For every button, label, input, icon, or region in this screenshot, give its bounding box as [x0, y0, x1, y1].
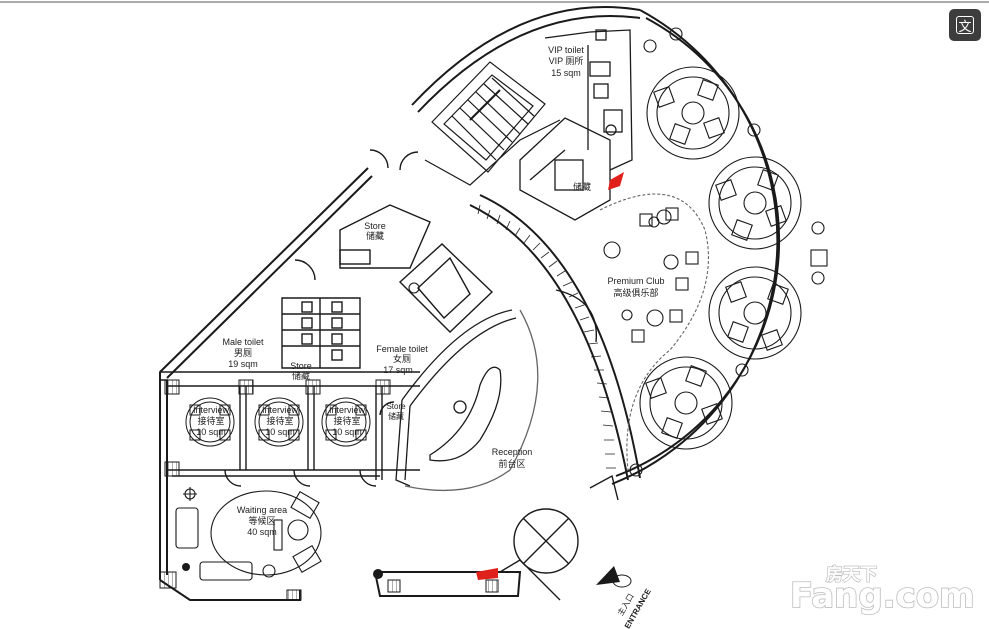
- premium-club-cn: 高级俱乐部: [613, 287, 658, 298]
- reception-area: [395, 309, 539, 492]
- waiting-area-en: Waiting area: [237, 505, 287, 515]
- interview-2-area: 10 sqm: [265, 427, 295, 437]
- female-toilet-cn: 女厕: [393, 353, 411, 364]
- structural-columns: [159, 379, 499, 601]
- female-toilet-en: Female toilet: [376, 344, 428, 354]
- male-toilet-area: 19 sqm: [228, 359, 258, 369]
- waiting-area-furniture: [175, 282, 420, 581]
- store-top-cn: 储藏: [573, 181, 591, 192]
- vip-toilet-cn: VIP 厕所: [549, 56, 584, 66]
- watermark-cn: 房天下: [826, 564, 877, 585]
- interview-3-en: Interview: [329, 405, 366, 415]
- waiting-area-cn: 等候区: [248, 515, 275, 526]
- interview-2-cn: 接待室: [266, 415, 293, 426]
- room-labels: VIP toilet VIP 厕所 15 sqm 储藏 Store 储藏 Pre…: [193, 45, 665, 629]
- translate-button[interactable]: 文: [949, 9, 981, 41]
- watermark: 房天下 Fang.com: [789, 563, 975, 617]
- store-small-en: Store: [290, 361, 312, 371]
- interview-1-cn: 接待室: [197, 415, 224, 426]
- interview-3-cn: 接待室: [333, 415, 360, 426]
- interview-tables: [185, 397, 371, 447]
- interview-3-area: 10 sqm: [332, 427, 362, 437]
- reception-cn: 前台区: [498, 458, 525, 469]
- store-mid-en: Store: [364, 221, 386, 231]
- vip-toilet-en: VIP toilet: [548, 45, 584, 55]
- stair-core: [424, 61, 561, 186]
- premium-club-furniture: [599, 27, 828, 477]
- premium-club-en: Premium Club: [607, 276, 664, 286]
- red-marker-bottom: [476, 568, 498, 580]
- reception-en: Reception: [492, 447, 533, 457]
- male-toilet-cn: 男厕: [234, 348, 252, 358]
- watermark-en: Fang.com: [790, 576, 975, 616]
- glazing-band: [477, 204, 616, 469]
- vip-toilet-area: 15 sqm: [551, 68, 581, 78]
- left-wing-walls: [159, 149, 494, 487]
- male-toilet-en: Male toilet: [222, 337, 264, 347]
- plants: [182, 563, 383, 579]
- interview-1-area: 10 sqm: [196, 427, 226, 437]
- entrance-door: [499, 289, 619, 601]
- store-right-cn: 储藏: [388, 411, 404, 421]
- store-right-en: Store: [386, 402, 406, 411]
- entrance-arrow: [596, 566, 632, 588]
- interview-2-en: Interview: [262, 405, 299, 415]
- red-marker-top: [608, 172, 624, 190]
- store-small-cn: 储藏: [292, 370, 310, 381]
- female-toilet-area: 17 sqm: [383, 365, 413, 375]
- translate-icon: 文: [956, 16, 974, 35]
- vip-toilet-block: [519, 29, 633, 221]
- interview-1-en: Interview: [193, 405, 230, 415]
- store-mid-cn: 储藏: [366, 230, 384, 241]
- waiting-area-area: 40 sqm: [247, 527, 277, 537]
